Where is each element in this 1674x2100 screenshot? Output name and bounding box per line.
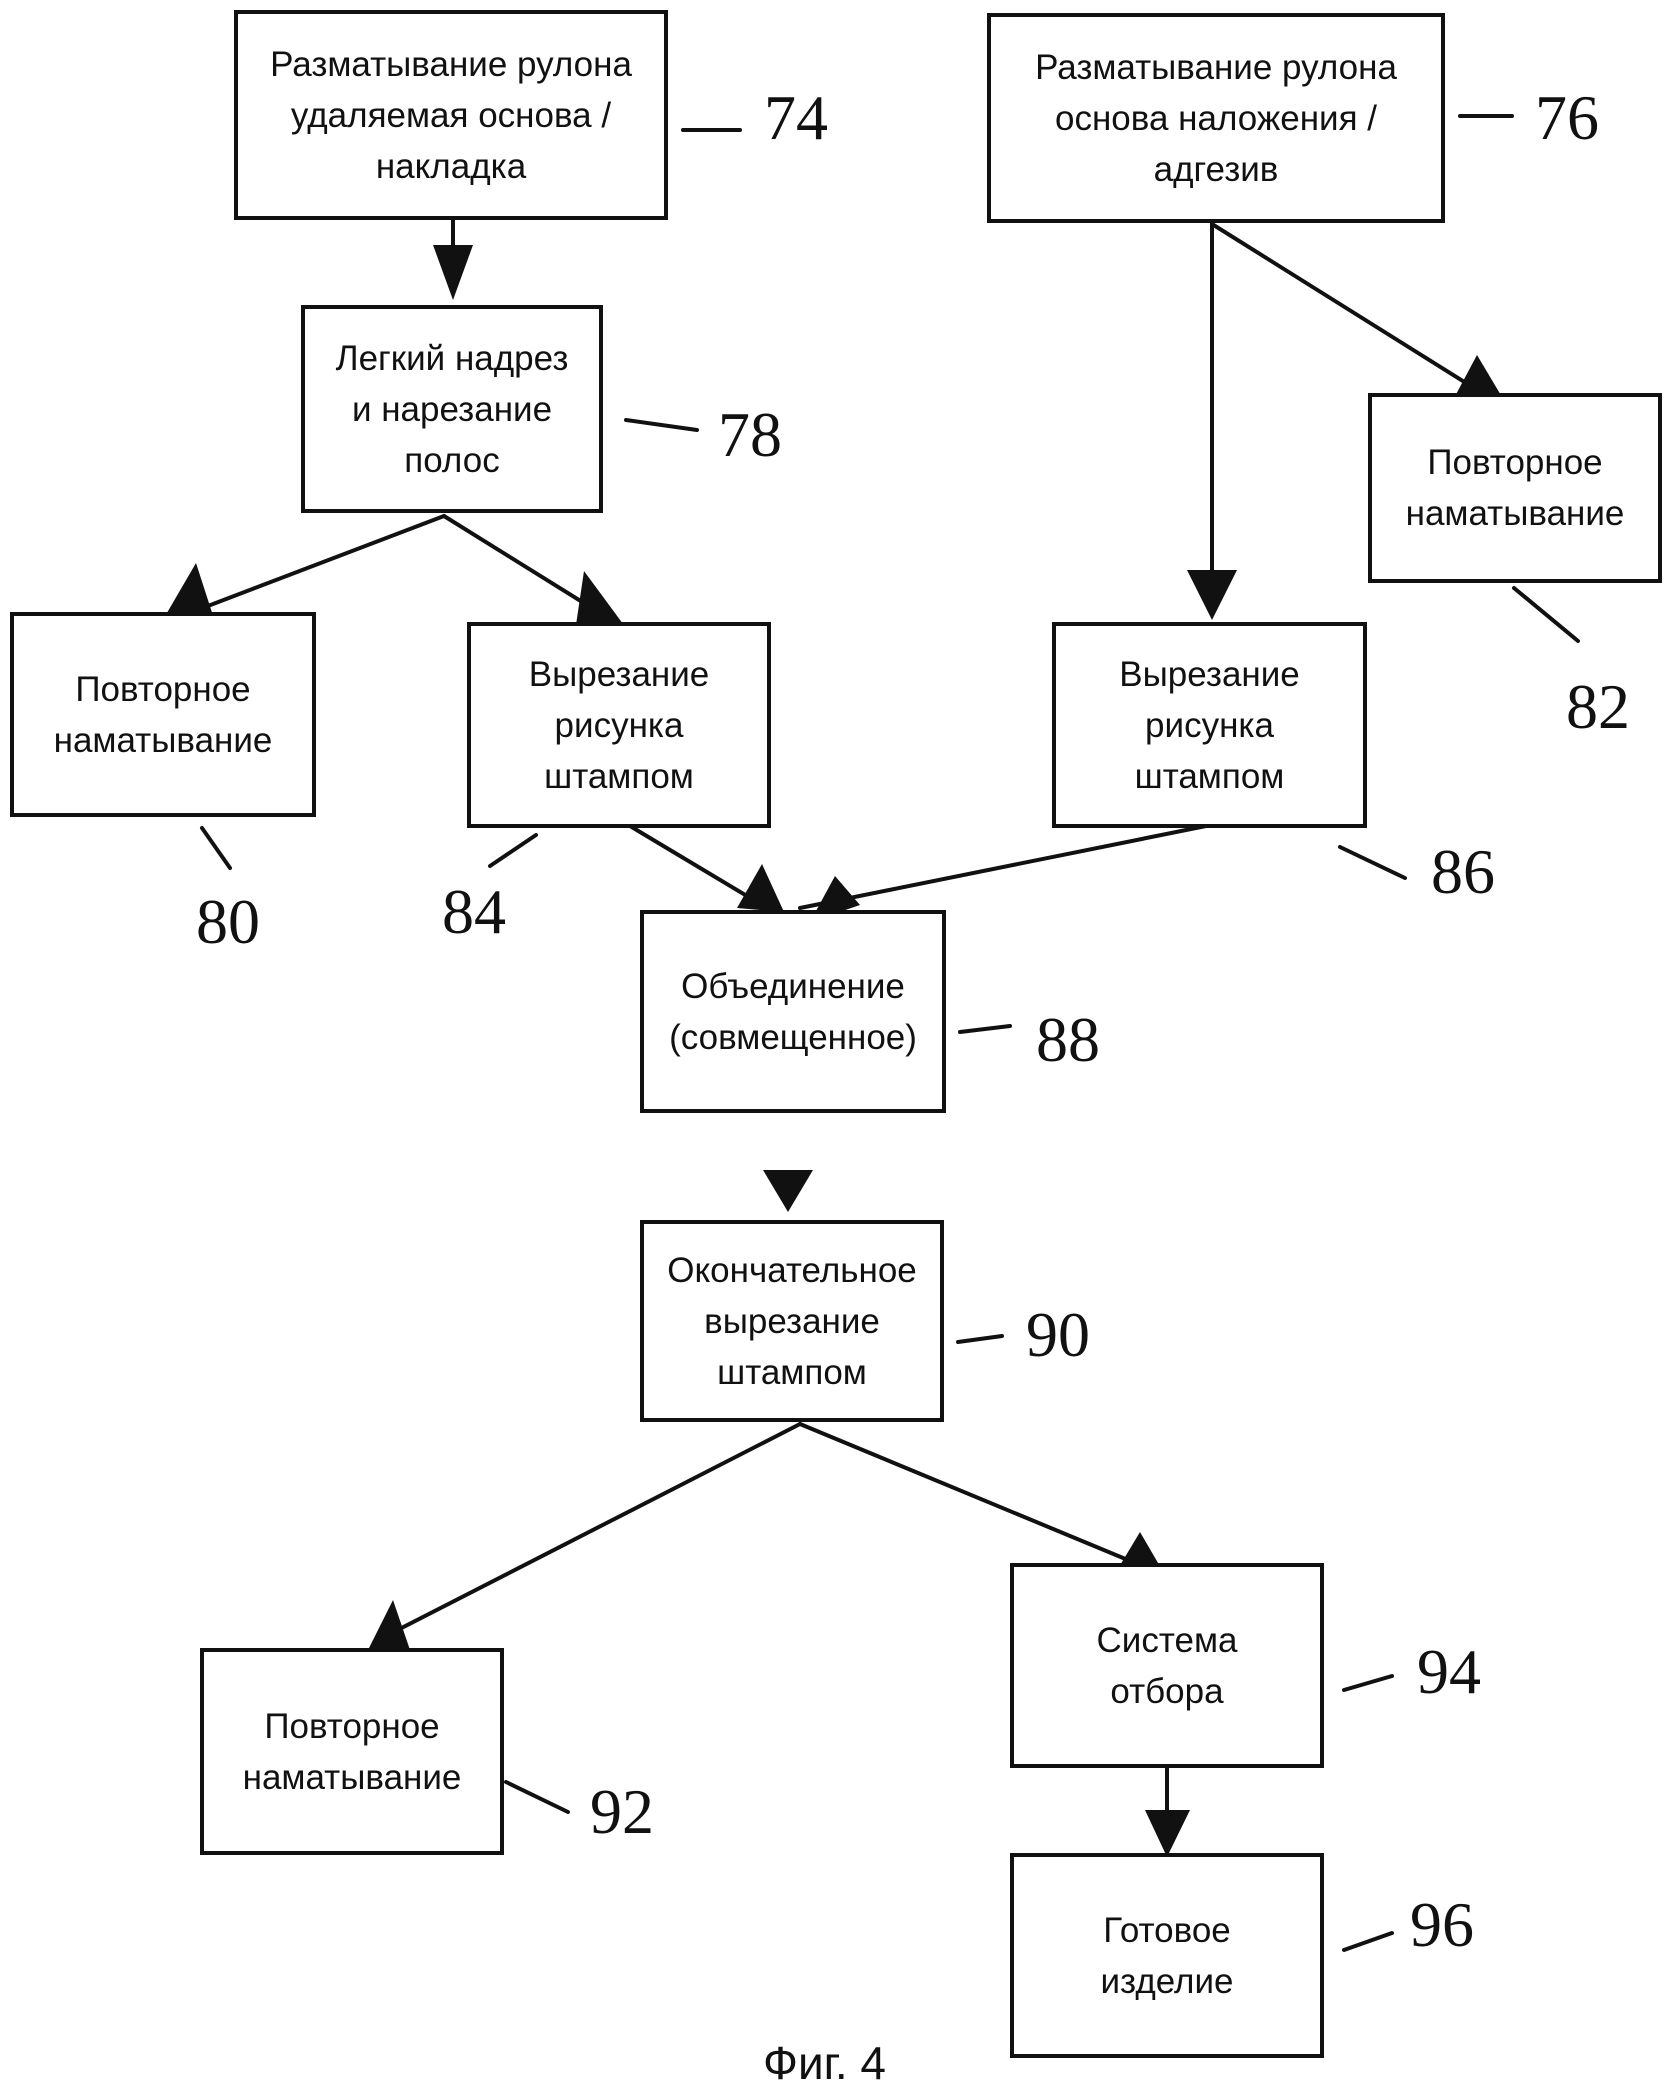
arrowhead-86 [1187, 570, 1237, 620]
box-combine-registered: Объединение (совмещенное) [640, 910, 946, 1113]
ref-78: 78 [718, 403, 782, 467]
arrowhead-down-78 [433, 245, 473, 300]
arrowhead-down-90 [763, 1170, 813, 1212]
leader-90 [958, 1336, 1002, 1342]
box-unwind-release-liner: Разматывание рулона удаляемая основа / н… [234, 10, 668, 220]
ref-96: 96 [1410, 1893, 1474, 1957]
ref-92: 92 [590, 1780, 654, 1844]
ref-80: 80 [196, 890, 260, 954]
ref-94: 94 [1417, 1640, 1481, 1704]
ref-76: 76 [1535, 86, 1599, 150]
leader-96 [1344, 1933, 1392, 1950]
leader-82 [1514, 588, 1578, 641]
leader-94 [1344, 1676, 1392, 1690]
leader-84 [490, 835, 536, 866]
box-rewind-82: Повторное наматывание [1368, 393, 1662, 583]
box-rewind-80: Повторное наматывание [10, 612, 316, 817]
leader-86 [1340, 847, 1405, 878]
box-rewind-92: Повторное наматывание [200, 1648, 504, 1855]
arrowhead-down-96 [1145, 1810, 1190, 1857]
ref-90: 90 [1026, 1303, 1090, 1367]
connector-78-to-80 [200, 516, 444, 609]
box-unwind-overlay-adhesive: Разматывание рулона основа наложения / а… [987, 13, 1445, 223]
connector-86-to-88 [800, 826, 1206, 908]
arrowhead-88-left [737, 864, 784, 912]
arrowhead-84 [576, 571, 626, 628]
ref-86: 86 [1431, 840, 1495, 904]
leader-88 [960, 1026, 1010, 1032]
leader-92 [506, 1782, 568, 1812]
box-pickup-system: Система отбора [1010, 1563, 1324, 1768]
box-die-cut-84: Вырезание рисунка штампом [467, 622, 771, 828]
leader-80 [202, 828, 230, 868]
ref-84: 84 [442, 880, 506, 944]
box-final-die-cut: Окончательное вырезание штампом [640, 1220, 944, 1422]
figure-caption: Фиг. 4 [763, 2040, 886, 2086]
connector-90-to-94 [800, 1424, 1140, 1565]
leader-78 [626, 420, 697, 430]
connector-84-to-88 [630, 826, 762, 905]
ref-82: 82 [1566, 675, 1630, 739]
box-kiss-cut-slitting: Легкий надрез и нарезание полос [301, 305, 603, 513]
box-finished-product: Готовое изделие [1010, 1853, 1324, 2058]
connector-76-to-82 [1212, 224, 1474, 388]
connector-90-to-92 [378, 1424, 800, 1640]
box-die-cut-86: Вырезание рисунка штампом [1052, 622, 1367, 828]
ref-74: 74 [764, 86, 828, 150]
ref-88: 88 [1036, 1008, 1100, 1072]
